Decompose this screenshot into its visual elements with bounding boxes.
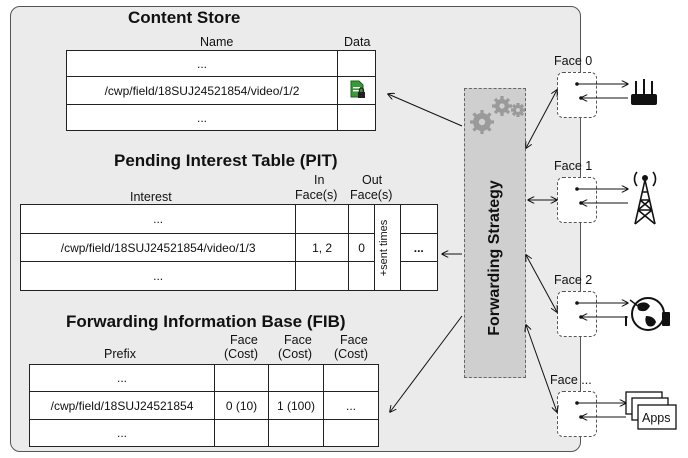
cs-col-name: Name xyxy=(200,35,234,49)
fib-col-cost-3: (Cost) xyxy=(334,347,369,361)
locked-document-icon xyxy=(350,80,365,98)
cs-col-data: Data xyxy=(344,35,371,49)
face-0-label: Face 0 xyxy=(554,54,593,68)
pit-cell-interest: /cwp/field/18SUJ24521854/video/1/3 xyxy=(19,233,297,262)
fib-col-face-3: Face xyxy=(340,333,368,347)
pit-cell-more: ... xyxy=(399,233,439,262)
content-store-title: Content Store xyxy=(128,8,241,27)
gears-icon xyxy=(470,96,525,134)
pit-col-out-faces: Face(s) xyxy=(350,188,393,202)
pit-cell-out xyxy=(347,261,376,291)
pit-col-in: In xyxy=(314,173,325,187)
forwarding-strategy-box xyxy=(464,88,526,378)
pit-table: ... /cwp/field/18SUJ24521854/video/1/3 1… xyxy=(19,204,439,291)
arrow-to-content-store xyxy=(388,94,463,127)
pit-col-in-faces: Face(s) xyxy=(295,188,338,202)
cell-tower-icon xyxy=(633,171,657,225)
pit-title: Pending Interest Table (PIT) xyxy=(114,151,338,170)
apps-label: Apps xyxy=(642,411,671,425)
apps-icon xyxy=(625,391,677,430)
cs-cell-data xyxy=(337,76,376,105)
pit-cell-out xyxy=(347,204,376,234)
globe-network-icon xyxy=(625,297,670,331)
fib-title: Forwarding Information Base (FIB) xyxy=(66,312,346,331)
fib-col-prefix: Prefix xyxy=(104,347,136,361)
arrow-face-2 xyxy=(526,255,557,312)
fib-cell-face xyxy=(214,364,269,392)
router-icon xyxy=(631,79,657,105)
fib-col-face-2: Face xyxy=(284,333,312,347)
face-1-box xyxy=(557,177,597,223)
pit-col-out: Out xyxy=(362,173,383,187)
face-1-label: Face 1 xyxy=(554,159,593,173)
fib-col-face-1: Face xyxy=(230,333,258,347)
face-2-box xyxy=(557,291,597,337)
fib-cell-prefix: ... xyxy=(29,419,215,447)
face-more-box xyxy=(557,391,597,437)
pit-cell-more xyxy=(399,204,439,234)
fib-cell-prefix: ... xyxy=(29,364,215,392)
cs-cell-name: ... xyxy=(66,104,338,131)
pit-cell-interest: ... xyxy=(19,204,297,234)
pit-cell-interest: ... xyxy=(19,261,297,291)
fib-cell-face xyxy=(323,419,379,447)
pit-cell-in: 1, 2 xyxy=(295,233,349,262)
pit-cell-in xyxy=(295,204,349,234)
arrow-face-more xyxy=(526,325,557,412)
fib-cell-face: 0 (10) xyxy=(214,391,269,420)
pit-col-interest: Interest xyxy=(130,190,172,204)
fib-col-cost-2: (Cost) xyxy=(278,347,313,361)
arrow-face-0 xyxy=(526,90,557,148)
cs-cell-data xyxy=(337,50,376,77)
fib-col-cost-1: (Cost) xyxy=(224,347,259,361)
cs-cell-data xyxy=(337,104,376,131)
face-2-label: Face 2 xyxy=(554,273,593,287)
fib-cell-face xyxy=(268,364,324,392)
fib-cell-face xyxy=(268,419,324,447)
fib-cell-face: 1 (100) xyxy=(268,391,324,420)
pit-cell-in xyxy=(295,261,349,291)
cs-cell-name: /cwp/field/18SUJ24521854/video/1/2 xyxy=(66,76,338,105)
fib-cell-face xyxy=(214,419,269,447)
fib-table: ... /cwp/field/18SUJ24521854 0 (10) 1 (1… xyxy=(29,364,379,447)
face-0-box xyxy=(557,72,597,118)
pit-cell-sent xyxy=(374,204,401,291)
face-more-label: Face ... xyxy=(550,373,592,387)
content-store-table: ... /cwp/field/18SUJ24521854/video/1/2 .… xyxy=(66,50,376,131)
arrow-to-fib xyxy=(390,315,463,412)
pit-cell-more xyxy=(399,261,439,291)
